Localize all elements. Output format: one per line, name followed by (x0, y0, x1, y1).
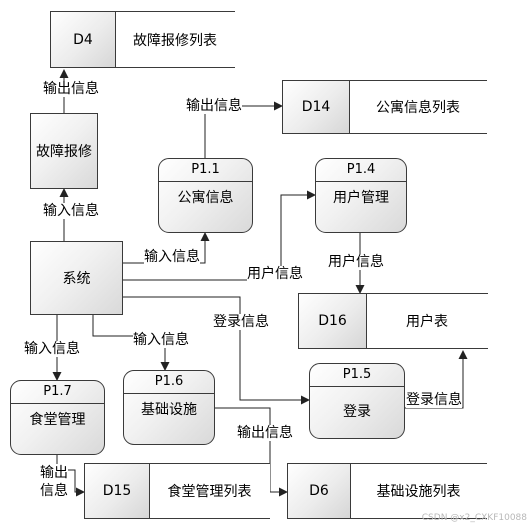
store-d14-name: 公寓信息列表 (376, 100, 460, 116)
process-p1-1-id: P1.1 (159, 159, 252, 182)
label-p15-to-d16: 登录信息 (406, 392, 462, 408)
flow-p16-to-d6 (215, 407, 288, 497)
label-p17-to-d15: 输出 信息 (40, 464, 68, 500)
process-p1-6-name: 基础设施 (141, 402, 197, 418)
label-system-to-p15: 登录信息 (213, 314, 269, 330)
store-d14-id: D14 (283, 81, 350, 133)
store-d4: D4 故障报修列表 (50, 11, 235, 68)
process-p1-7-name: 食堂管理 (29, 412, 86, 428)
label-p16-to-d6: 输出信息 (237, 425, 293, 441)
store-d6-id: D6 (288, 464, 351, 518)
flow-system-to-p15 (123, 296, 310, 405)
process-p1-4: P1.4 用户管理 (315, 158, 407, 233)
process-p1-4-id: P1.4 (316, 159, 406, 182)
label-system-to-p17: 输入信息 (24, 341, 80, 357)
process-p1-5-name: 登录 (343, 404, 371, 420)
store-d4-id: D4 (51, 12, 116, 67)
process-p1-7: P1.7 食堂管理 (10, 380, 105, 455)
process-p1-7-id: P1.7 (11, 381, 104, 404)
process-p1-5: P1.5 登录 (309, 363, 405, 439)
store-d15-id: D15 (85, 464, 150, 518)
process-p1-1: P1.1 公寓信息 (158, 158, 253, 233)
label-system-to-p14: 用户信息 (247, 266, 303, 282)
store-d6-name: 基础设施列表 (376, 484, 461, 500)
store-d15-name: 食堂管理列表 (167, 484, 252, 500)
process-p1-6: P1.6 基础设施 (123, 370, 215, 445)
process-p1-5-id: P1.5 (310, 364, 404, 387)
process-p1-1-name: 公寓信息 (177, 190, 234, 206)
process-p1-4-name: 用户管理 (333, 190, 389, 206)
watermark: CSDN @x2_CXKF10088 (421, 513, 527, 523)
label-system-to-p11: 输入信息 (144, 249, 200, 265)
flow-p15-to-d16 (405, 350, 468, 409)
store-d6: D6 基础设施列表 (287, 463, 487, 519)
store-d16-name: 用户表 (406, 314, 448, 330)
store-d14: D14 公寓信息列表 (282, 80, 487, 134)
store-d4-name: 故障报修列表 (133, 32, 217, 49)
label-p14-to-d16: 用户信息 (328, 254, 384, 270)
store-d15: D15 食堂管理列表 (84, 463, 270, 519)
label-system-to-p16: 输入信息 (133, 332, 189, 348)
label-p11-to-d14: 输出信息 (186, 98, 242, 114)
label-system-to-repair: 输入信息 (43, 203, 99, 219)
flow-system-to-p16 (92, 315, 170, 371)
entity-system: 系统 (30, 241, 123, 315)
label-repair-to-d4: 输出信息 (43, 81, 99, 97)
store-d16: D16 用户表 (298, 293, 488, 349)
store-d16-id: D16 (299, 294, 367, 348)
label-p17-to-d15-line2: 信息 (40, 483, 68, 499)
process-p1-6-id: P1.6 (124, 371, 214, 394)
label-p17-to-d15-line1: 输出 (40, 465, 68, 481)
entity-repair: 故障报修 (30, 113, 98, 189)
flow-system-to-p14 (123, 190, 316, 281)
